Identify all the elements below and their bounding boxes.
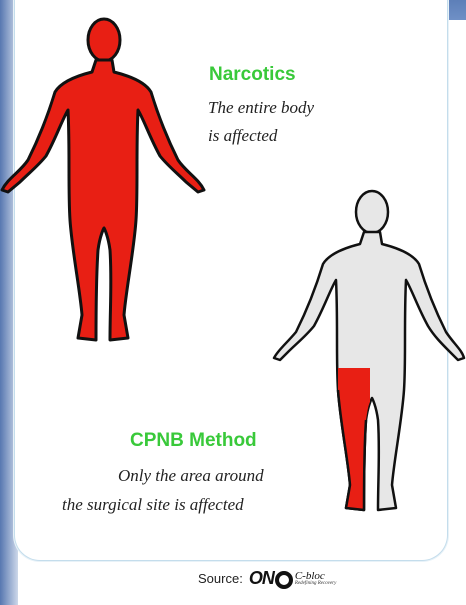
source-attribution: Source: ON C-bloc Redefining Recovery bbox=[198, 568, 336, 589]
full-body-figure bbox=[2, 19, 204, 340]
logo-tagline: Redefining Recovery bbox=[295, 581, 337, 587]
logo-q-icon bbox=[275, 571, 293, 589]
source-label: Source: bbox=[198, 571, 243, 586]
logo-cbloc-text: C-bloc bbox=[295, 571, 337, 581]
logo-cbloc: C-bloc Redefining Recovery bbox=[295, 571, 337, 587]
narcotics-title: Narcotics bbox=[209, 64, 296, 86]
cpnb-description-line-2: the surgical site is affected bbox=[62, 493, 244, 516]
figure-head bbox=[88, 19, 120, 61]
partial-body-figure bbox=[274, 191, 464, 510]
narcotics-description-line-1: The entire body bbox=[208, 96, 314, 119]
narcotics-description-line-2: is affected bbox=[208, 124, 277, 147]
cpnb-description-line-1: Only the area around bbox=[118, 464, 264, 487]
figure-body bbox=[2, 60, 204, 340]
logo-on-text: ON bbox=[249, 568, 274, 589]
figure-head bbox=[356, 191, 388, 233]
cpnb-title: CPNB Method bbox=[130, 430, 257, 452]
